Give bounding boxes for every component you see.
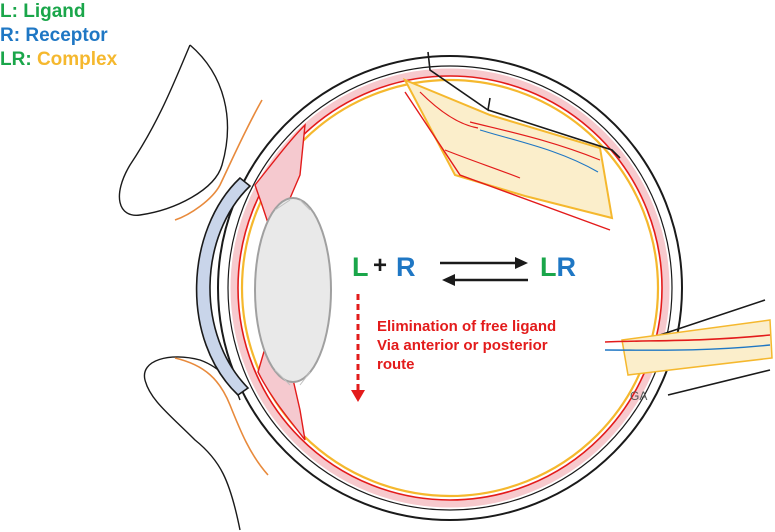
optic-nerve-vessel-blue xyxy=(604,344,771,351)
legend-receptor: R: Receptor xyxy=(0,24,108,48)
lower-lid-lining xyxy=(174,357,269,476)
equation-plus: + xyxy=(373,252,388,279)
elimination-note-line2: Via anterior or posterior xyxy=(377,337,548,354)
lens xyxy=(254,197,332,383)
elimination-note-line1: Elimination of free ligand xyxy=(377,318,557,335)
legend-receptor-label: Receptor xyxy=(25,25,108,46)
retina-vessels xyxy=(237,75,663,501)
cutaway-blue-vessels xyxy=(479,129,599,173)
cutaway-edge xyxy=(427,51,621,159)
elimination-arrowhead xyxy=(351,390,365,402)
legend-ligand-key: L xyxy=(0,1,12,22)
sclera-inner xyxy=(227,65,673,511)
cutaway-vessels xyxy=(419,91,601,179)
legend-complex-sep: : xyxy=(25,49,37,70)
equation-ligand: L xyxy=(352,252,369,282)
legend-complex-key: LR xyxy=(0,49,26,70)
legend-receptor-key: R xyxy=(0,25,14,46)
equation-complex-l: L xyxy=(540,252,557,282)
cutaway-red-outline xyxy=(404,91,611,231)
upper-eyelid xyxy=(118,44,229,216)
legend-ligand: L: Ligand xyxy=(0,0,86,24)
optic-nerve-sheath xyxy=(659,299,771,396)
equation-receptor: R xyxy=(396,252,416,282)
legend-receptor-sep: : xyxy=(13,25,26,46)
legend-complex: LR: Complex xyxy=(0,48,117,72)
reverse-arrowhead xyxy=(442,274,455,286)
lower-eyelid xyxy=(143,356,241,531)
legend-complex-label: Complex xyxy=(36,49,118,70)
legend-ligand-sep: : xyxy=(11,1,24,22)
elimination-note-line3: route xyxy=(377,356,415,373)
zonules xyxy=(274,199,311,386)
elimination-note: Elimination of free ligand Via anterior … xyxy=(377,317,556,374)
choroid-band xyxy=(230,68,670,508)
signature: GA xyxy=(630,389,647,403)
cornea xyxy=(195,176,252,397)
forward-arrowhead xyxy=(515,257,528,269)
upper-lid-lining xyxy=(174,99,263,221)
legend-ligand-label: Ligand xyxy=(23,1,86,22)
optic-nerve xyxy=(621,319,773,376)
equation-complex-r: R xyxy=(556,252,577,282)
optic-nerve-vessel-red xyxy=(604,334,771,343)
equation-complex: LR xyxy=(540,252,576,282)
cutaway-wedge xyxy=(402,78,614,220)
